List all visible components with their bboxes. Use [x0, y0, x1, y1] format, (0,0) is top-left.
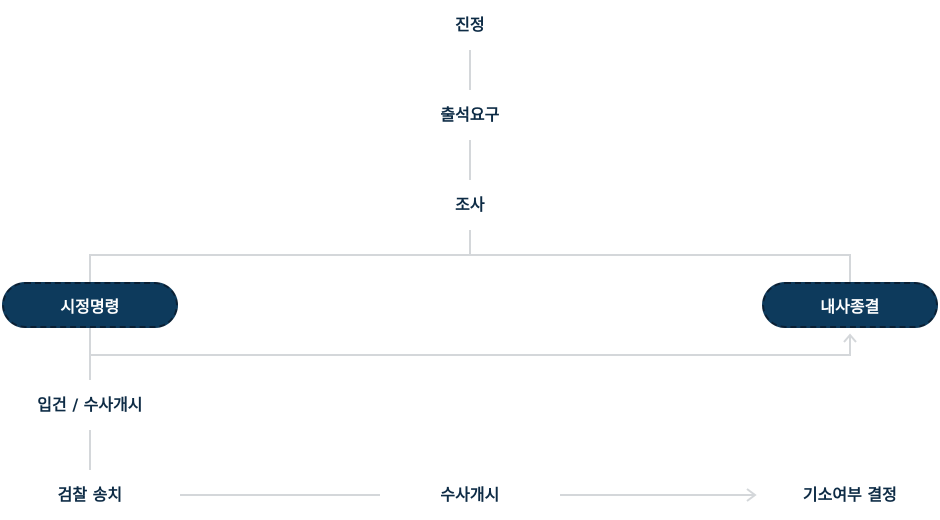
- node-investigation-start: 수사개시: [440, 485, 500, 504]
- node-investigation: 조사: [455, 195, 485, 214]
- arrowhead-up-icon: [843, 333, 857, 343]
- node-case-start: 입건 / 수사개시: [37, 395, 143, 414]
- arrowhead-right-icon: [746, 488, 757, 502]
- node-jinjeong: 진정: [455, 15, 485, 34]
- node-indictment-decision: 기소여부 결정: [803, 485, 897, 504]
- node-prosecution-referral: 검찰 송치: [57, 485, 123, 504]
- connector-correction-to-closure: [89, 328, 851, 356]
- connector-branch-top: [89, 254, 851, 282]
- node-attendance-request: 출석요구: [440, 105, 500, 124]
- node-correction-order: 시정명령: [2, 282, 178, 328]
- node-internal-closure: 내사종결: [762, 282, 938, 328]
